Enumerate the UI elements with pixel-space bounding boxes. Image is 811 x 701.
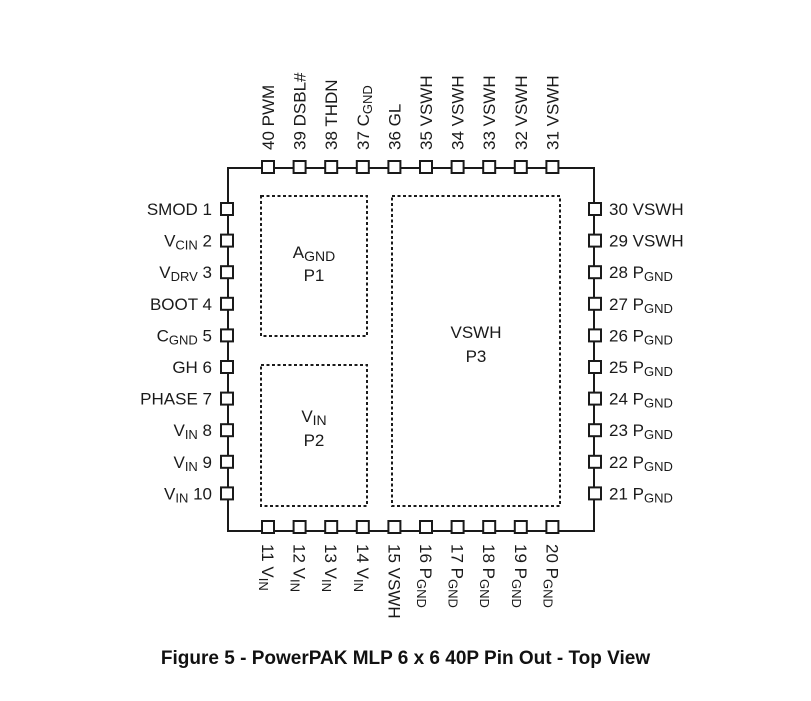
pin-4-label: BOOT 4 bbox=[150, 295, 212, 314]
pin-28-label: 28 PGND bbox=[609, 263, 673, 284]
pins: SMOD 1 VCIN 2 VDRV 3 BOOT 4 CGND 5 GH 6 PHASE … bbox=[140, 72, 683, 619]
pin-17-label: 17 PGND bbox=[446, 544, 467, 608]
pin-30-label: 30 VSWH bbox=[609, 200, 684, 219]
pin-31-label: 31 VSWH bbox=[543, 75, 562, 150]
pin-21-lead bbox=[588, 486, 602, 501]
pin-27-lead bbox=[588, 296, 602, 311]
pin-25-lead bbox=[588, 360, 602, 374]
pin-10-label: VIN 10 bbox=[164, 484, 212, 505]
pin-32-label: 32 VSWH bbox=[512, 75, 531, 150]
pin-32-lead bbox=[513, 160, 528, 174]
pin-22-lead bbox=[588, 454, 602, 469]
pin-28-lead bbox=[588, 265, 602, 280]
pin-5-label: CGND 5 bbox=[157, 326, 212, 347]
pin-36-label: 36 GL bbox=[385, 104, 404, 150]
pin-37-label: 37 CGND bbox=[354, 85, 375, 150]
package-body bbox=[227, 167, 595, 532]
pin-19-lead bbox=[513, 520, 528, 534]
pin-7-lead bbox=[220, 391, 234, 406]
pin-38-lead bbox=[324, 160, 339, 174]
pin-36-lead bbox=[387, 160, 402, 174]
pin-33-lead bbox=[482, 160, 497, 174]
pin-12-lead bbox=[292, 520, 307, 534]
pin-15-lead bbox=[387, 520, 402, 534]
pin-20-lead bbox=[545, 520, 560, 534]
pin-1-label: SMOD 1 bbox=[147, 200, 212, 219]
pin-23-lead bbox=[588, 423, 602, 438]
pin-24-lead bbox=[588, 391, 602, 406]
pin-30-lead bbox=[588, 202, 602, 216]
pin-9-lead bbox=[220, 454, 234, 469]
pin-40-label: 40 PWM bbox=[259, 85, 278, 150]
pin-29-lead bbox=[588, 233, 602, 248]
pad-p1-outline bbox=[260, 195, 368, 337]
pin-14-label: 14 VIN bbox=[351, 544, 372, 592]
pin-39-lead bbox=[292, 160, 307, 174]
pin-38-label: 38 THDN bbox=[322, 79, 341, 150]
pin-6-lead bbox=[220, 360, 234, 374]
pin-12-label: 12 VIN bbox=[288, 544, 309, 592]
pin-37-lead bbox=[355, 160, 370, 174]
pin-16-lead bbox=[419, 520, 433, 534]
pad-p2-outline bbox=[260, 364, 368, 507]
pin-11-lead bbox=[261, 520, 275, 534]
pin-6-label: GH 6 bbox=[172, 358, 212, 377]
pin-35-label: 35 VSWH bbox=[417, 75, 436, 150]
pin-14-lead bbox=[355, 520, 370, 534]
pin-13-lead bbox=[324, 520, 339, 534]
pin-25-label: 25 PGND bbox=[609, 358, 673, 379]
pad-p1-label-line-2: P1 bbox=[304, 266, 325, 285]
pin-40-lead bbox=[261, 160, 275, 174]
pin-39-label: 39 DSBL# bbox=[291, 72, 310, 150]
pin-8-lead bbox=[220, 423, 234, 438]
pin-31-lead bbox=[545, 160, 560, 174]
pin-34-label: 34 VSWH bbox=[449, 75, 468, 150]
pin-27-label: 27 PGND bbox=[609, 295, 673, 316]
pin-18-label: 18 PGND bbox=[477, 544, 498, 608]
pin-21-label: 21 PGND bbox=[609, 484, 673, 505]
pin-17-lead bbox=[450, 520, 465, 534]
pin-3-lead bbox=[220, 265, 234, 280]
pad-p3-outline bbox=[391, 195, 561, 507]
pad-p3-label-line-2: P3 bbox=[466, 347, 487, 366]
pin-2-label: VCIN 2 bbox=[164, 232, 212, 253]
pin-7-label: PHASE 7 bbox=[140, 390, 212, 409]
pin-20-label: 20 PGND bbox=[540, 544, 561, 608]
pin-24-label: 24 PGND bbox=[609, 390, 673, 411]
pin-16-label: 16 PGND bbox=[414, 544, 435, 608]
pad-p2-label-line-2: P2 bbox=[304, 431, 325, 450]
pin-15-label: 15 VSWH bbox=[384, 544, 403, 619]
pin-13-label: 13 VIN bbox=[319, 544, 340, 592]
pin-1-lead bbox=[220, 202, 234, 216]
pin-18-lead bbox=[482, 520, 497, 534]
pad-p2-label-line-1: VIN bbox=[301, 407, 326, 428]
pin-3-label: VDRV 3 bbox=[159, 263, 212, 284]
pin-26-label: 26 PGND bbox=[609, 326, 673, 347]
pin-4-lead bbox=[220, 296, 234, 311]
pin-23-label: 23 PGND bbox=[609, 421, 673, 442]
pin-35-lead bbox=[419, 160, 433, 174]
pin-33-label: 33 VSWH bbox=[480, 75, 499, 150]
pin-34-lead bbox=[450, 160, 465, 174]
pin-8-label: VIN 8 bbox=[173, 421, 212, 442]
pin-22-label: 22 PGND bbox=[609, 453, 673, 474]
figure-caption: Figure 5 - PowerPAK MLP 6 x 6 40P Pin Ou… bbox=[160, 648, 651, 669]
pin-5-lead bbox=[220, 328, 234, 343]
pin-26-lead bbox=[588, 328, 602, 343]
pin-11-label: 11 VIN bbox=[256, 544, 277, 591]
pin-10-lead bbox=[220, 486, 234, 501]
pad-p3-label-line-1: VSWH bbox=[451, 323, 502, 342]
pin-19-label: 19 PGND bbox=[509, 544, 530, 608]
pin-29-label: 29 VSWH bbox=[609, 232, 684, 251]
pad-p1-label-line-1: AGND bbox=[293, 243, 335, 264]
pin-9-label: VIN 9 bbox=[173, 453, 212, 474]
pin-2-lead bbox=[220, 233, 234, 248]
